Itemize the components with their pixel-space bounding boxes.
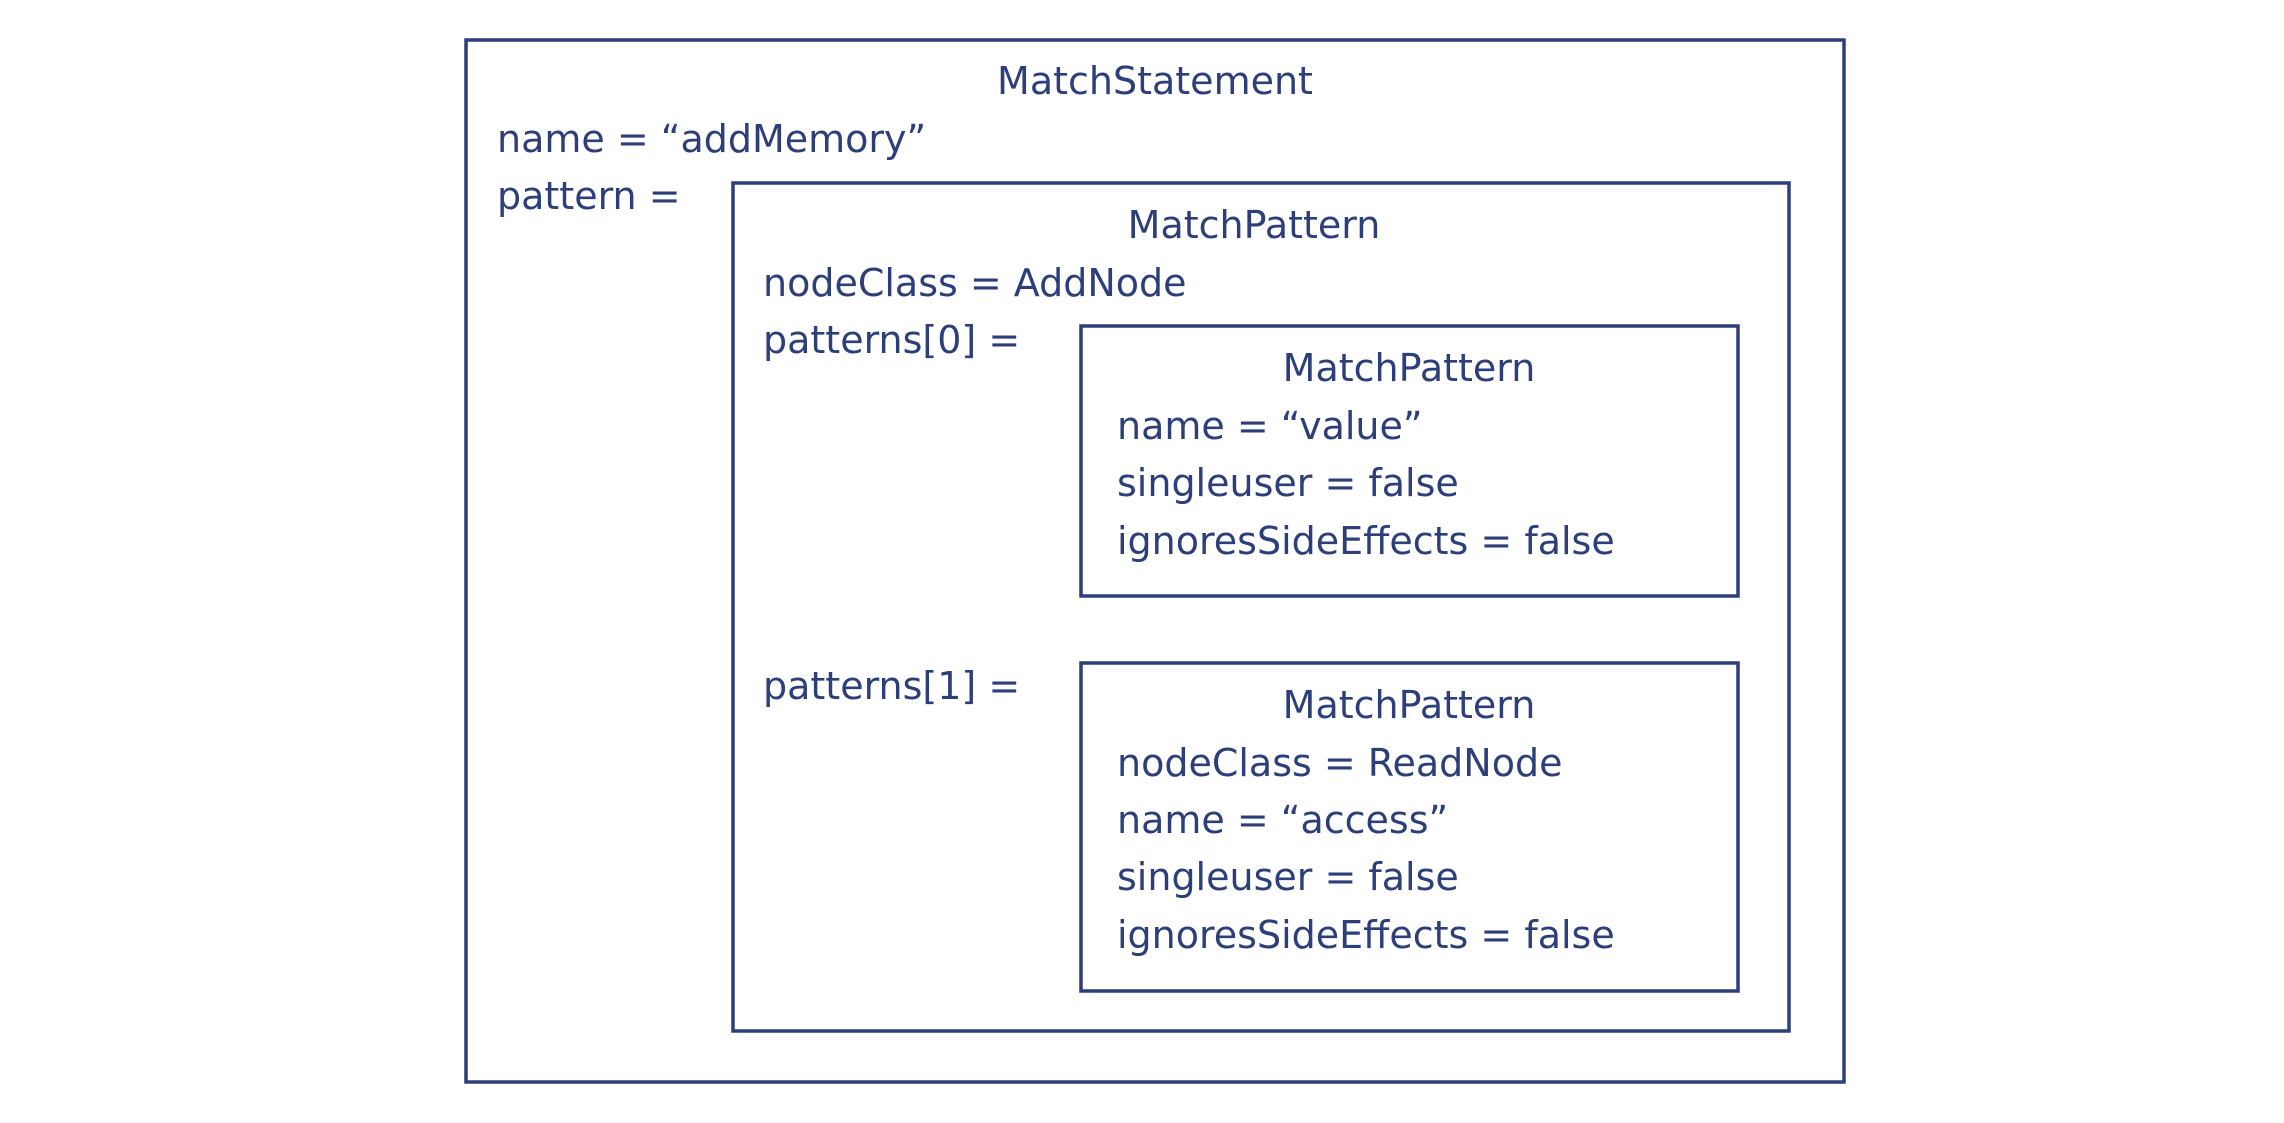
sub-pattern-1-field: singleuser = false (1117, 855, 1459, 899)
pattern-label: pattern = (497, 174, 681, 218)
sub-pattern-0-border (1079, 324, 1740, 598)
match-statement-box: MatchStatement name = “addMemory” patter… (464, 38, 1846, 1084)
match-statement-title: MatchStatement (997, 59, 1313, 103)
patterns-0-label: patterns[0] = (763, 318, 1020, 362)
sub-pattern-0-field: ignoresSideEffects = false (1117, 519, 1615, 563)
sub-pattern-1-field: name = “access” (1117, 798, 1448, 842)
name-field: name = “addMemory” (497, 117, 926, 161)
sub-pattern-0-field: singleuser = false (1117, 461, 1459, 505)
node-class-field: nodeClass = AddNode (763, 261, 1187, 305)
sub-pattern-1-field: ignoresSideEffects = false (1117, 913, 1615, 957)
sub-pattern-0-box: MatchPattern name = “value” singleuser =… (1079, 324, 1740, 598)
sub-pattern-1-box: MatchPattern nodeClass = ReadNode name =… (1079, 661, 1740, 993)
sub-pattern-1-border (1079, 661, 1740, 993)
patterns-1-label: patterns[1] = (763, 664, 1020, 708)
sub-pattern-0-field: name = “value” (1117, 404, 1423, 448)
match-pattern-border (731, 181, 1791, 1033)
sub-pattern-1-title: MatchPattern (1283, 683, 1536, 727)
match-pattern-title: MatchPattern (1128, 203, 1381, 247)
sub-pattern-1-field: nodeClass = ReadNode (1117, 741, 1562, 785)
match-pattern-box: MatchPattern nodeClass = AddNode pattern… (731, 181, 1791, 1033)
sub-pattern-0-title: MatchPattern (1283, 346, 1536, 390)
match-statement-border (464, 38, 1846, 1084)
